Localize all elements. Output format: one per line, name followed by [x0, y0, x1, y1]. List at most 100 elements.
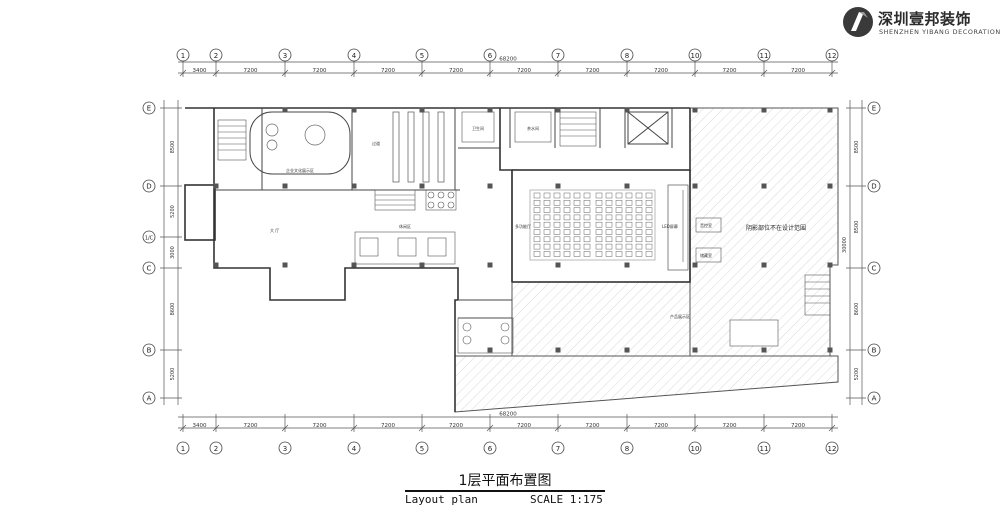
seat [605, 229, 613, 235]
grid-row-label: A [872, 395, 877, 403]
structural-column [351, 107, 357, 113]
dim-col-spacing: 7200 [244, 68, 258, 74]
seat [615, 192, 623, 199]
dim-col-spacing: 3400 [193, 68, 207, 74]
seat [533, 229, 541, 235]
seat [605, 236, 613, 243]
dim-col-spacing: 7200 [791, 423, 805, 429]
grid-bubble-top [757, 48, 771, 62]
grid-col-label: 6 [488, 445, 493, 453]
dim-col-spacing: 7200 [381, 68, 395, 74]
grid-col-label: 5 [420, 445, 424, 453]
grid-bubble-left [142, 101, 156, 115]
grid-bubble-bottom [415, 441, 429, 455]
seat [573, 200, 581, 206]
structural-column [761, 107, 767, 113]
dim-total-width: 68200 [499, 57, 517, 63]
seat [605, 251, 613, 257]
dim-row-spacing: 8600 [170, 303, 176, 316]
interior-walls [214, 108, 673, 319]
seat [563, 192, 571, 199]
structural-column [761, 183, 767, 189]
dim-row-spacing: 3000 [170, 246, 176, 259]
seat [625, 214, 633, 221]
dim-col-spacing: 7200 [723, 68, 737, 74]
dim-col-spacing: 7200 [586, 68, 600, 74]
structural-column [282, 262, 288, 268]
seat [605, 200, 613, 206]
seat [635, 243, 643, 250]
room-label-auditorium: 多功能厅 [515, 223, 531, 229]
seat [645, 214, 653, 221]
seat [573, 192, 581, 199]
seat [543, 236, 551, 243]
seat [563, 236, 571, 243]
grid-col-label: 8 [625, 52, 629, 60]
grid-col-label: 3 [283, 52, 287, 60]
seat [635, 214, 643, 221]
structural-column [555, 183, 561, 189]
structural-column [351, 262, 357, 268]
grid-bubble-bottom [825, 441, 839, 455]
seat [573, 214, 581, 221]
seat [615, 221, 623, 228]
seat [533, 192, 541, 199]
seat [543, 214, 551, 221]
seat [645, 236, 653, 243]
seat [553, 200, 561, 206]
dim-col-spacing: 3400 [193, 423, 207, 429]
room-label-toilet: 卫生间 [472, 125, 484, 131]
grid-row-label: D [146, 183, 151, 191]
structural-column [555, 347, 561, 353]
dim-col-spacing: 7200 [313, 68, 327, 74]
seat [543, 192, 551, 199]
room-label-stage: LED屏幕 [662, 223, 678, 229]
seat [553, 214, 561, 221]
seat [635, 192, 643, 199]
grid-row-label: 1/C [145, 236, 154, 242]
grid-row-label: C [872, 265, 877, 273]
brand-name-cn: 深圳壹邦装饰 [878, 10, 972, 28]
grid-row-label: B [872, 347, 877, 355]
drawing-title-en: Layout plan [405, 493, 478, 506]
dim-col-spacing: 7200 [244, 423, 258, 429]
dim-right-total: 30000 [842, 237, 848, 253]
seat [595, 221, 603, 228]
seat [533, 200, 541, 206]
structural-column [351, 183, 357, 189]
seat [635, 221, 643, 228]
grid-bubble-left [142, 343, 156, 357]
seat [625, 229, 633, 235]
seat [595, 200, 603, 206]
seat [615, 214, 623, 221]
seat [605, 207, 613, 213]
seat [553, 192, 561, 199]
structural-column [487, 107, 493, 113]
room-label-corridor: 过道 [372, 140, 380, 146]
grid-bubble-right [867, 179, 881, 193]
grid-bubble-top [551, 48, 565, 62]
structural-column [692, 107, 698, 113]
grid-col-label: 5 [420, 52, 424, 60]
grid-bubble-left [142, 179, 156, 193]
grid-col-label: 1 [181, 445, 185, 453]
seat [625, 207, 633, 213]
grid-col-label: 3 [283, 445, 287, 453]
seat [543, 207, 551, 213]
exhibition-oval: 企业文化展示区 [249, 111, 351, 175]
structural-column [487, 347, 493, 353]
grid-bubble-left [142, 261, 156, 275]
dim-col-spacing: 7200 [449, 68, 463, 74]
grid-bubble-bottom [688, 441, 702, 455]
grid-bubble-bottom [620, 441, 634, 455]
seat [563, 229, 571, 235]
grid-bubble-right [867, 391, 881, 405]
seat [563, 207, 571, 213]
structural-column [419, 107, 425, 113]
room-label-exhibition: 企业文化展示区 [286, 167, 314, 173]
seat [533, 214, 541, 221]
dim-col-spacing: 7200 [517, 68, 531, 74]
grid-col-label: 12 [828, 445, 837, 453]
seat [583, 236, 591, 243]
